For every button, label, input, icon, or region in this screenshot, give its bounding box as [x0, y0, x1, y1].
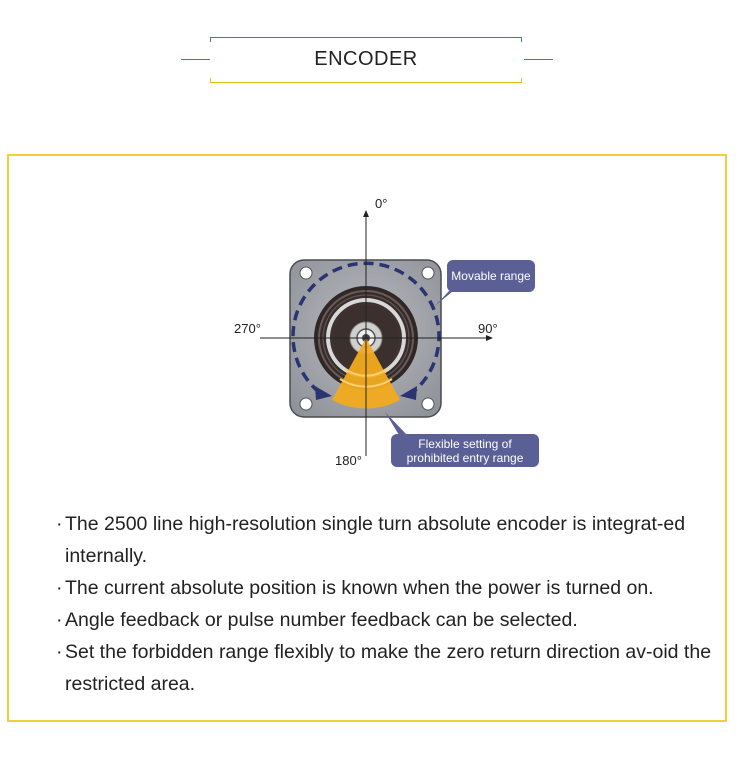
angle-label-180: 180°	[335, 453, 362, 468]
callout-prohibited-range	[391, 434, 539, 467]
section-title-banner: ENCODER	[181, 37, 553, 83]
angle-label-270: 270°	[234, 321, 261, 336]
title-left-rule	[181, 59, 210, 60]
movable-range-arrow-left	[315, 386, 332, 400]
title-right-rule	[524, 59, 553, 60]
encoder-panel: 0° 90° 180° 270° Movable range Flexible …	[7, 154, 727, 722]
callout-movable-range	[447, 260, 535, 292]
mount-hole-top-left	[299, 266, 313, 280]
mount-hole-bottom-right	[421, 397, 435, 411]
angle-label-90: 90°	[478, 321, 498, 336]
callout-movable-label: Movable range	[451, 269, 531, 283]
feature-item: ·Set the forbidden range flexibly to mak…	[56, 641, 712, 695]
callout-prohibited-line1: Flexible setting of	[418, 437, 512, 451]
page-title: ENCODER	[314, 48, 418, 70]
encoder-diagram: 0° 90° 180° 270° Movable range Flexible …	[234, 196, 539, 468]
feature-item: ·The current absolute position is known …	[56, 577, 654, 599]
feature-item: ·The 2500 line high-resolution single tu…	[56, 513, 686, 567]
movable-range-arrow-right	[400, 386, 417, 400]
angle-label-0: 0°	[375, 196, 387, 211]
feature-list: ·The 2500 line high-resolution single tu…	[53, 508, 713, 700]
mount-hole-bottom-left	[299, 397, 313, 411]
mount-hole-top-right	[421, 266, 435, 280]
title-frame: ENCODER	[210, 37, 522, 83]
feature-item: ·Angle feedback or pulse number feedback…	[56, 609, 578, 631]
callout-prohibited-line2: prohibited entry range	[407, 451, 524, 465]
